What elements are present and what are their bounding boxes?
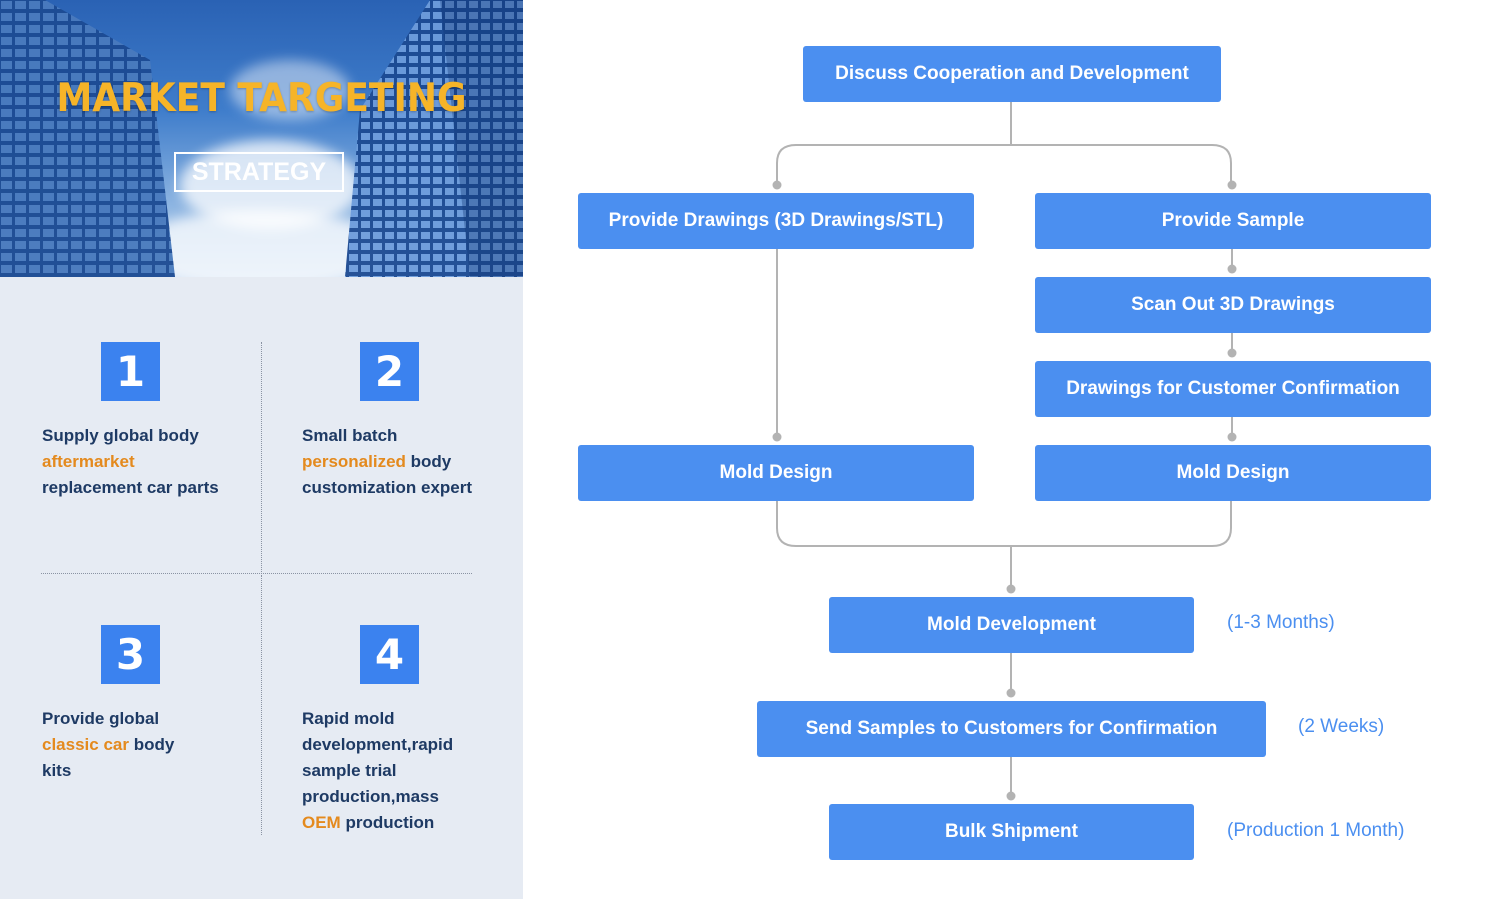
feature-highlight: classic car	[42, 735, 129, 754]
step-scan-out-drawings: Scan Out 3D Drawings	[1035, 277, 1431, 333]
left-panel: MARKET TARGETING STRATEGY 1 Supply globa…	[0, 0, 523, 899]
feature-text-part: Supply global body	[42, 426, 199, 445]
feature-text-part: replacement car parts	[42, 478, 219, 497]
step-send-samples: Send Samples to Customers for Confirmati…	[757, 701, 1266, 757]
step-bulk-shipment: Bulk Shipment	[829, 804, 1194, 860]
feature-text: Small batch personalized body customizat…	[302, 423, 474, 501]
feature-number-badge: 4	[360, 625, 419, 684]
feature-highlight: personalized	[302, 452, 406, 471]
feature-text: Rapid mold development,rapid sample tria…	[302, 706, 474, 836]
step-mold-development: Mold Development	[829, 597, 1194, 653]
divider-horizontal	[41, 573, 472, 574]
feature-text-part: production	[340, 813, 435, 832]
feature-number-badge: 1	[101, 342, 160, 401]
hero-title: MARKET TARGETING	[56, 75, 467, 122]
feature-highlight: OEM	[302, 813, 341, 832]
feature-text-part: Small batch	[302, 426, 398, 445]
step-mold-design-right: Mold Design	[1035, 445, 1431, 501]
step-provide-drawings: Provide Drawings (3D Drawings/STL)	[578, 193, 974, 249]
feature-number-badge: 2	[360, 342, 419, 401]
feature-number-badge: 3	[101, 625, 160, 684]
feature-text-part: body customization expert	[302, 452, 473, 497]
feature-text: Provide global classic car body kits	[42, 706, 202, 784]
duration-note: (2 Weeks)	[1298, 716, 1385, 737]
feature-text: Supply global body aftermarket replaceme…	[42, 423, 232, 501]
step-provide-sample: Provide Sample	[1035, 193, 1431, 249]
feature-text-part: Provide global	[42, 709, 160, 728]
hero-subtitle: STRATEGY	[174, 152, 344, 192]
duration-note: (1-3 Months)	[1227, 612, 1335, 633]
hero-banner: MARKET TARGETING STRATEGY	[0, 0, 523, 277]
cloud-shape	[230, 60, 350, 120]
feature-highlight: aftermarket	[42, 452, 135, 471]
feature-text-part: body kits	[42, 735, 175, 780]
step-customer-confirmation: Drawings for Customer Confirmation	[1035, 361, 1431, 417]
divider-vertical	[261, 575, 262, 835]
step-discuss-cooperation: Discuss Cooperation and Development	[803, 46, 1221, 102]
feature-text-part: Rapid mold development,rapid sample tria…	[302, 709, 454, 806]
divider-vertical	[261, 342, 262, 572]
buildings-illustration	[0, 0, 523, 277]
step-mold-design-left: Mold Design	[578, 445, 974, 501]
duration-note: (Production 1 Month)	[1227, 820, 1405, 841]
